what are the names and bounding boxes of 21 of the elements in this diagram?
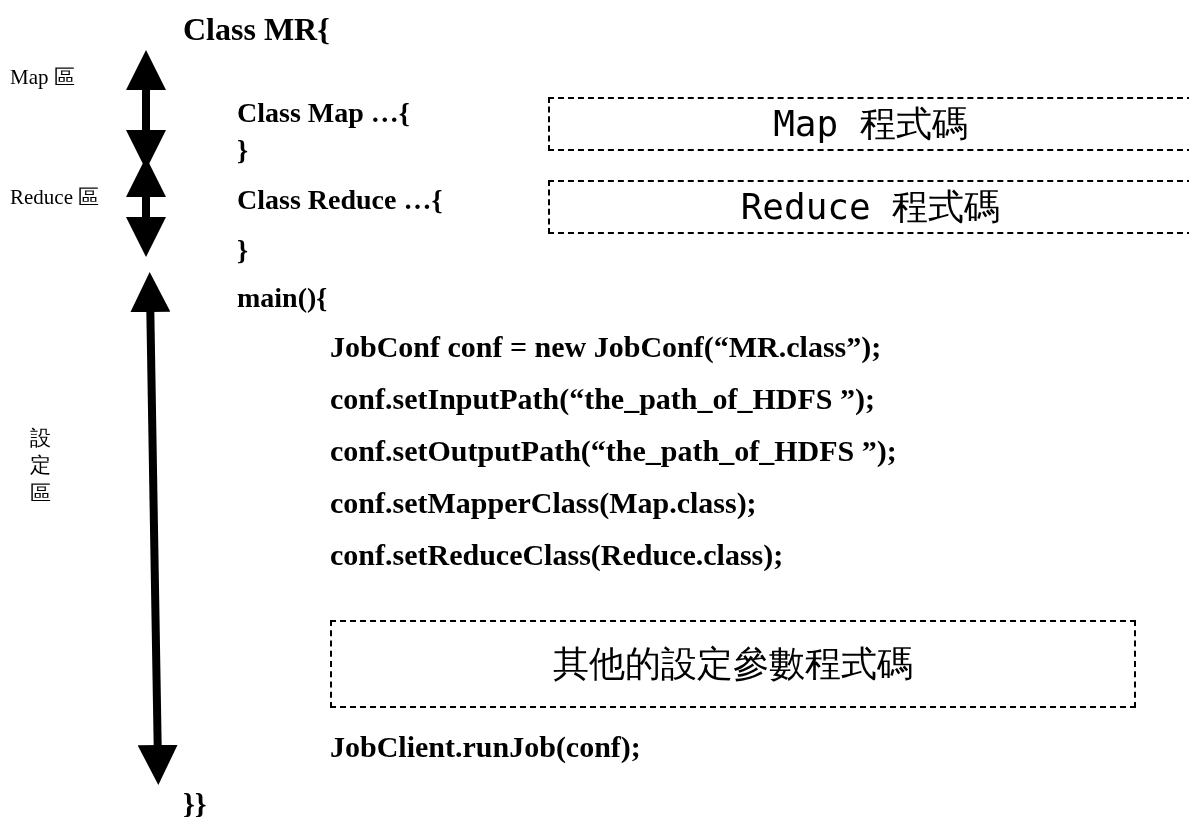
code-line: conf.setReduceClass(Reduce.class); <box>330 538 784 571</box>
code-line: conf.setInputPath(“the_path_of_HDFS ”); <box>330 382 875 415</box>
code-placeholder-box <box>548 97 1189 151</box>
code-line: JobConf conf = new JobConf(“MR.class”); <box>330 330 882 363</box>
section-label: 設定區 <box>30 425 52 507</box>
code-line: Class Map …{ <box>237 98 410 129</box>
placeholder-text: 其他的設定參數程式碼 <box>553 641 913 686</box>
code-line: main(){ <box>237 283 328 314</box>
code-line: conf.setMapperClass(Map.class); <box>330 486 757 519</box>
placeholder-text: Reduce 程式碼 <box>740 184 1001 229</box>
section-label: Map 區 <box>10 65 76 90</box>
code-line: conf.setOutputPath(“the_path_of_HDFS ”); <box>330 434 897 467</box>
code-line: } <box>237 135 249 166</box>
code-line: Class Reduce …{ <box>237 185 443 216</box>
code-placeholder-box <box>548 180 1189 234</box>
placeholder-text: Map 程式碼 <box>773 101 968 146</box>
section-label: Reduce 區 <box>10 185 100 210</box>
code-placeholder-box <box>330 620 1136 708</box>
code-line: } <box>237 235 249 266</box>
code-line: Class MR{ <box>183 12 330 48</box>
code-line: JobClient.runJob(conf); <box>330 730 641 763</box>
